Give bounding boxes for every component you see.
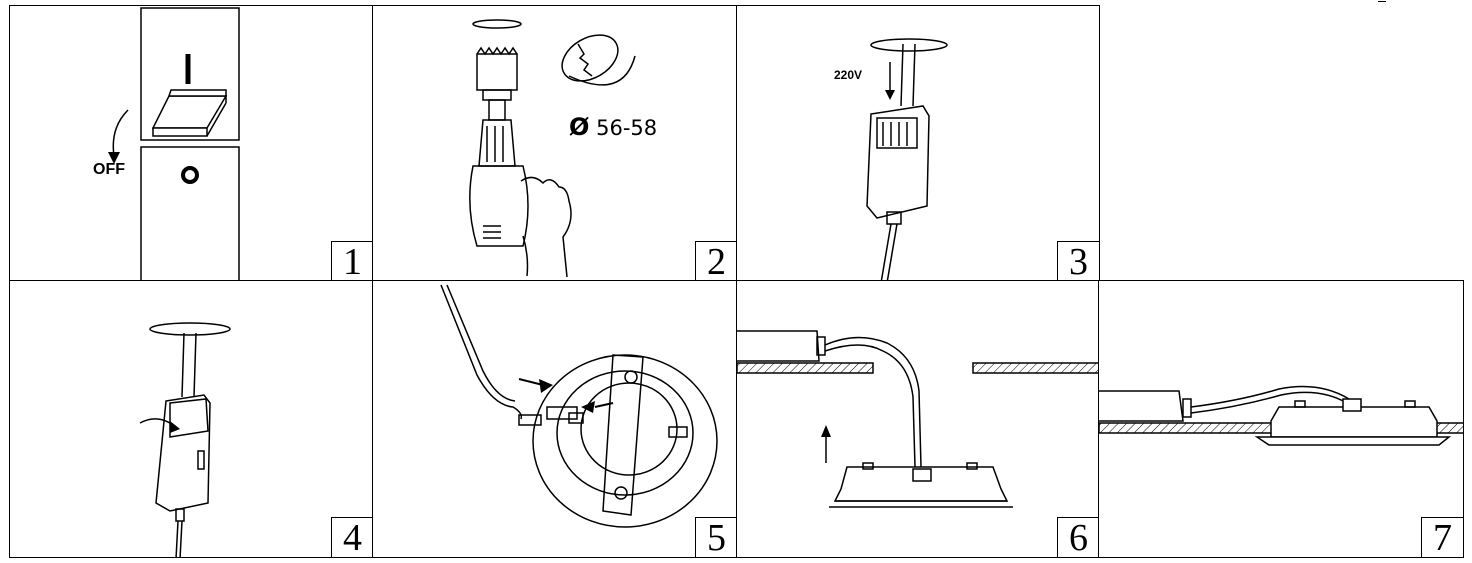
- diameter-symbol: Ø: [569, 113, 590, 141]
- step-number: 4: [331, 517, 373, 557]
- driver-box-illustration: [139, 322, 231, 557]
- voltage-label: 220V: [834, 68, 863, 82]
- step-2-panel: Ø 56-58 2: [372, 5, 738, 282]
- insert-light-illustration: [737, 330, 1099, 508]
- step-number: 1: [331, 241, 373, 281]
- step-3-panel: 220V 3: [736, 5, 1100, 282]
- step-6-panel: 6: [736, 280, 1100, 558]
- step-7-panel: 7: [1098, 280, 1464, 558]
- step-4-panel: 4: [9, 280, 374, 558]
- connect-power-illustration: [866, 38, 948, 281]
- installed-light-illustration: [1099, 385, 1463, 446]
- step-1-panel: OFF 1: [9, 5, 374, 282]
- switch-off-illustration: [108, 7, 240, 281]
- step-number: 5: [695, 517, 737, 557]
- corner-mark: [1378, 1, 1386, 2]
- step-number: 3: [1057, 241, 1099, 281]
- step-number: 2: [695, 241, 737, 281]
- connect-light-illustration: [440, 284, 718, 528]
- step-number: 7: [1421, 517, 1463, 557]
- step-5-panel: 5: [372, 280, 738, 558]
- hole-diameter-label: Ø 56-58: [569, 113, 657, 141]
- diameter-range: 56-58: [596, 116, 658, 140]
- drill-hole-illustration: [469, 19, 636, 278]
- step-number: 6: [1057, 517, 1099, 557]
- off-label: OFF: [93, 161, 125, 178]
